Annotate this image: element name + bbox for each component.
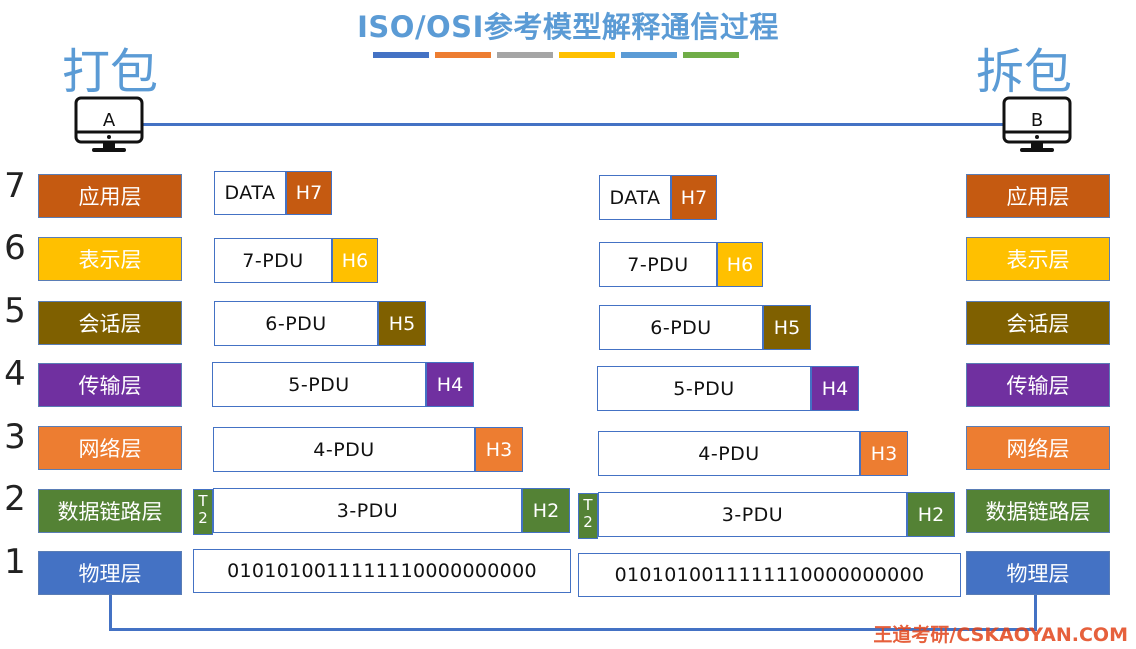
header-h6-a: H6 — [332, 238, 378, 283]
layer-number-4: 4 — [4, 354, 26, 394]
layer-application-a: 应用层 — [38, 174, 182, 218]
color-bar-4 — [559, 52, 615, 58]
header-h2-a: H2 — [522, 488, 570, 533]
trailer-t2-a: T 2 — [193, 489, 213, 535]
pdu-data-b: DATA — [599, 175, 671, 220]
watermark: 王道考研/CSKAOYAN.COM — [873, 624, 1128, 646]
header-h4-b: H4 — [811, 366, 859, 411]
pdu-4-b: 4-PDU — [598, 431, 860, 476]
bottom-link-left-vertical — [109, 594, 112, 630]
layer-number-1: 1 — [4, 542, 26, 582]
header-h4-a: H4 — [426, 362, 474, 407]
host-b-label: B — [1030, 110, 1044, 131]
header-h5-b: H5 — [763, 305, 811, 350]
layer-application-b: 应用层 — [966, 174, 1110, 218]
layer-number-2: 2 — [4, 479, 26, 519]
layer-presentation-b: 表示层 — [966, 237, 1110, 281]
color-bar-1 — [373, 52, 429, 58]
color-bar-2 — [435, 52, 491, 58]
host-a-computer-icon: A — [74, 96, 144, 156]
header-h5-a: H5 — [378, 301, 426, 346]
layer-session-a: 会话层 — [38, 301, 182, 345]
pdu-5-a: 5-PDU — [212, 362, 426, 407]
pdu-5-b: 5-PDU — [597, 366, 811, 411]
pdu-7-a: 7-PDU — [214, 238, 332, 283]
header-h2-b: H2 — [907, 492, 955, 537]
pdu-6-b: 6-PDU — [599, 305, 763, 350]
layer-network-b: 网络层 — [966, 426, 1110, 470]
header-h7-a: H7 — [286, 171, 332, 215]
header-h3-b: H3 — [860, 431, 908, 476]
layer-datalink-b: 数据链路层 — [966, 489, 1110, 533]
layer-datalink-a: 数据链路层 — [38, 489, 182, 533]
layer-physical-a: 物理层 — [38, 551, 182, 595]
pack-label: 打包 — [62, 44, 159, 100]
layer-physical-b: 物理层 — [966, 551, 1110, 595]
layer-number-3: 3 — [4, 417, 26, 457]
pdu-3-a: 3-PDU — [213, 488, 522, 533]
bottom-link-line — [109, 628, 1037, 631]
header-h3-a: H3 — [475, 427, 523, 472]
layer-number-7: 7 — [4, 166, 26, 206]
pdu-data-a: DATA — [214, 171, 286, 215]
page-title: ISO/OSI参考模型解释通信过程 — [357, 10, 779, 44]
unpack-label: 拆包 — [976, 44, 1073, 100]
pdu-6-a: 6-PDU — [214, 301, 378, 346]
layer-number-5: 5 — [4, 291, 26, 331]
layer-number-6: 6 — [4, 228, 26, 268]
color-bar-3 — [497, 52, 553, 58]
layer-session-b: 会话层 — [966, 301, 1110, 345]
trailer-t2-b: T 2 — [578, 493, 598, 539]
bitstream-a: 0101010011111110000000000 — [193, 549, 571, 593]
pdu-3-b: 3-PDU — [598, 492, 907, 537]
header-h6-b: H6 — [717, 242, 763, 287]
layer-transport-a: 传输层 — [38, 363, 182, 407]
pdu-4-a: 4-PDU — [213, 427, 475, 472]
layer-transport-b: 传输层 — [966, 363, 1110, 407]
bitstream-b: 0101010011111110000000000 — [578, 553, 961, 597]
top-link-line — [142, 123, 1004, 126]
layer-presentation-a: 表示层 — [38, 237, 182, 281]
layer-network-a: 网络层 — [38, 426, 182, 470]
pdu-7-b: 7-PDU — [599, 242, 717, 287]
color-bar-5 — [621, 52, 677, 58]
bottom-link-right-vertical — [1034, 594, 1037, 630]
color-bar-6 — [683, 52, 739, 58]
host-b-computer-icon: B — [1002, 96, 1072, 156]
host-a-label: A — [102, 110, 116, 131]
header-h7-b: H7 — [671, 175, 717, 220]
